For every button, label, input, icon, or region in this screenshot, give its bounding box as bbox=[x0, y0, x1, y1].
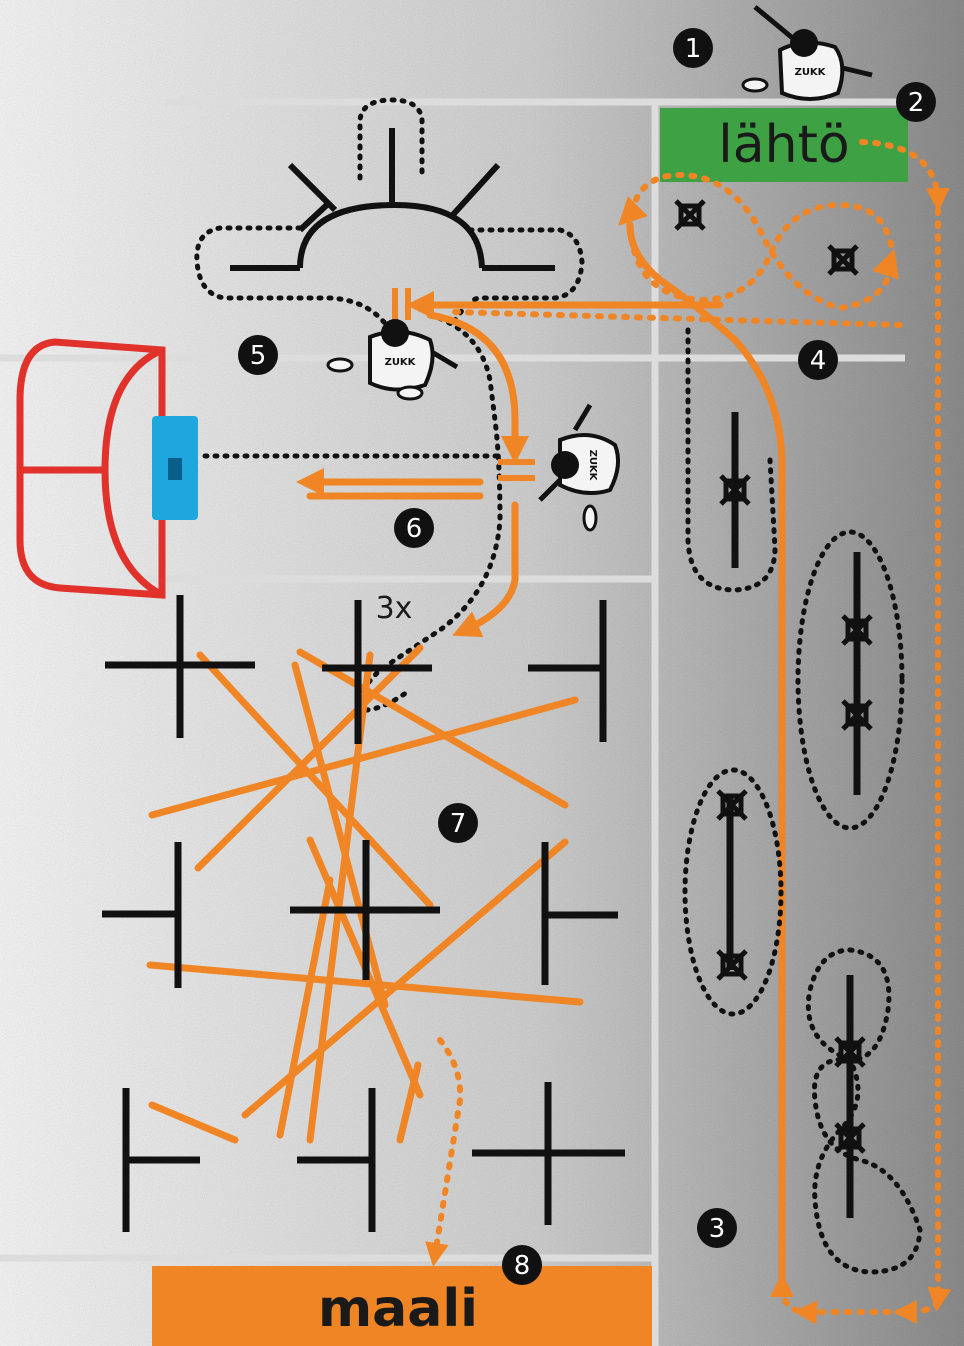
svg-text:2: 2 bbox=[908, 88, 925, 118]
player-jersey-label: ZUKK bbox=[795, 67, 827, 78]
station-number-3: 3 bbox=[697, 1208, 737, 1248]
station-number-7: 7 bbox=[438, 803, 478, 843]
station-number-6: 6 bbox=[394, 508, 434, 548]
finish-label: maali bbox=[318, 1279, 478, 1339]
station-number-8: 8 bbox=[502, 1245, 542, 1285]
finish-box: maali bbox=[152, 1266, 652, 1346]
svg-text:1: 1 bbox=[685, 34, 702, 64]
svg-text:4: 4 bbox=[810, 346, 827, 376]
player-jersey-label: ZUKK bbox=[587, 450, 598, 482]
svg-text:3: 3 bbox=[709, 1214, 726, 1244]
station-number-1: 1 bbox=[673, 28, 713, 68]
svg-text:5: 5 bbox=[250, 341, 267, 371]
svg-text:7: 7 bbox=[450, 809, 467, 839]
player-icon-1: ZUKK bbox=[741, 5, 873, 101]
svg-text:8: 8 bbox=[514, 1251, 531, 1281]
station-number-5: 5 bbox=[238, 335, 278, 375]
rebounder-icon bbox=[152, 416, 198, 520]
station-numbers: 1 2 3 4 5 6 7 8 bbox=[238, 28, 936, 1285]
station-number-2: 2 bbox=[896, 82, 936, 122]
start-label: lähtö bbox=[718, 115, 849, 175]
svg-text:6: 6 bbox=[406, 514, 423, 544]
cone-icon bbox=[674, 199, 873, 1154]
player-icon-5: ZUKK bbox=[326, 319, 459, 401]
semicircle-station bbox=[230, 128, 555, 271]
hurdle-icon bbox=[102, 412, 861, 1232]
start-box: lähtö bbox=[660, 108, 908, 182]
player-icon-6: ZUKK bbox=[538, 403, 621, 532]
repeat-label: 3x bbox=[376, 591, 413, 626]
goal-icon bbox=[16, 338, 166, 599]
player-jersey-label: ZUKK bbox=[385, 357, 417, 368]
station-number-4: 4 bbox=[798, 340, 838, 380]
route-paths bbox=[146, 139, 952, 1325]
